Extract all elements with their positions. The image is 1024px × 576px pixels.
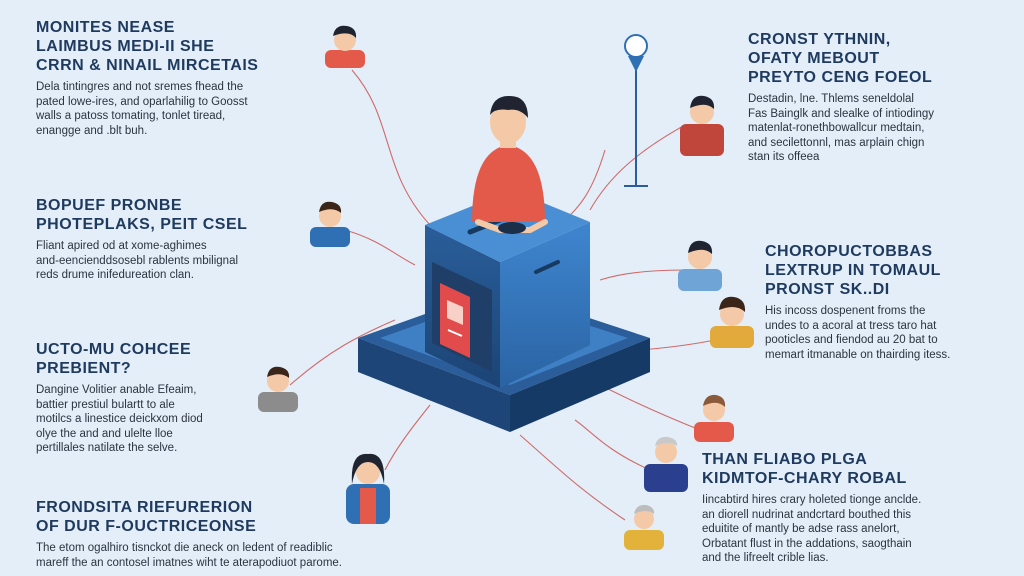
block-title: FRONDSITA RIEFURERION OF DUR F-OUCTRICEO… <box>36 499 257 535</box>
person-avatar-icon <box>346 453 390 524</box>
block-body: The etom ogalhiro tisnckot die aneck on … <box>36 542 342 569</box>
block-title: UCTO-MU COHCEE PREBIENT? <box>36 341 192 377</box>
block-body: Destadin, lne. Thlems seneldolal Fas Bai… <box>748 93 935 163</box>
block-title: CHOROPUCTOBBAS LEXTRUP IN TOMAUL PRONST … <box>765 243 941 298</box>
person-avatar-icon <box>680 95 724 156</box>
person-avatar-icon <box>258 366 298 412</box>
block-title: BOPUEF PRONBE PHOTEPLAKS, PEIT CSEL <box>36 197 248 233</box>
block-title: THAN FLIABO PLGA KIDMTOF-CHARY ROBAL <box>702 451 907 487</box>
person-avatar-icon <box>310 201 350 247</box>
person-avatar-icon <box>678 240 722 291</box>
info-block-top-right: CRONST YTHNIN, OFATY MEBOUT PREYTO CENG … <box>748 30 998 165</box>
info-block-lower-left: UCTO-MU COHCEE PREBIENT? Dangine Volitie… <box>36 340 266 456</box>
block-body: His incoss dospenent froms the undes to … <box>765 305 951 361</box>
location-pin-icon <box>624 34 648 187</box>
central-person <box>472 95 548 234</box>
connector-lines <box>289 69 716 521</box>
poster-icon <box>440 283 470 358</box>
person-avatar-icon <box>644 436 688 492</box>
block-title: MONITES NEASE LAIMBUS MEDI-II SHE CRRN &… <box>36 19 259 74</box>
info-block-bottom-right: THAN FLIABO PLGA KIDMTOF-CHARY ROBAL Iin… <box>702 450 1012 566</box>
person-avatar-icon <box>624 504 664 550</box>
block-body: Iincabtird hires crary holeted tionge an… <box>702 494 922 564</box>
info-block-mid-right: CHOROPUCTOBBAS LEXTRUP IN TOMAUL PRONST … <box>765 242 1010 362</box>
block-body: Dela tintingres and not sremes fhead the… <box>36 81 248 137</box>
person-avatar-icon <box>694 394 734 442</box>
person-avatar-icon <box>325 25 365 68</box>
block-title: CRONST YTHNIN, OFATY MEBOUT PREYTO CENG … <box>748 31 933 86</box>
info-block-mid-left: BOPUEF PRONBE PHOTEPLAKS, PEIT CSEL Flia… <box>36 196 306 283</box>
person-avatar-icon <box>710 296 754 348</box>
block-body: Dangine Volitier anable Efeaim, battier … <box>36 384 203 454</box>
block-body: Fliant apired od at xome-aghimes and-een… <box>36 240 239 281</box>
info-block-bottom-left: FRONDSITA RIEFURERION OF DUR F-OUCTRICEO… <box>36 498 466 570</box>
info-block-top-left: MONITES NEASE LAIMBUS MEDI-II SHE CRRN &… <box>36 18 336 138</box>
